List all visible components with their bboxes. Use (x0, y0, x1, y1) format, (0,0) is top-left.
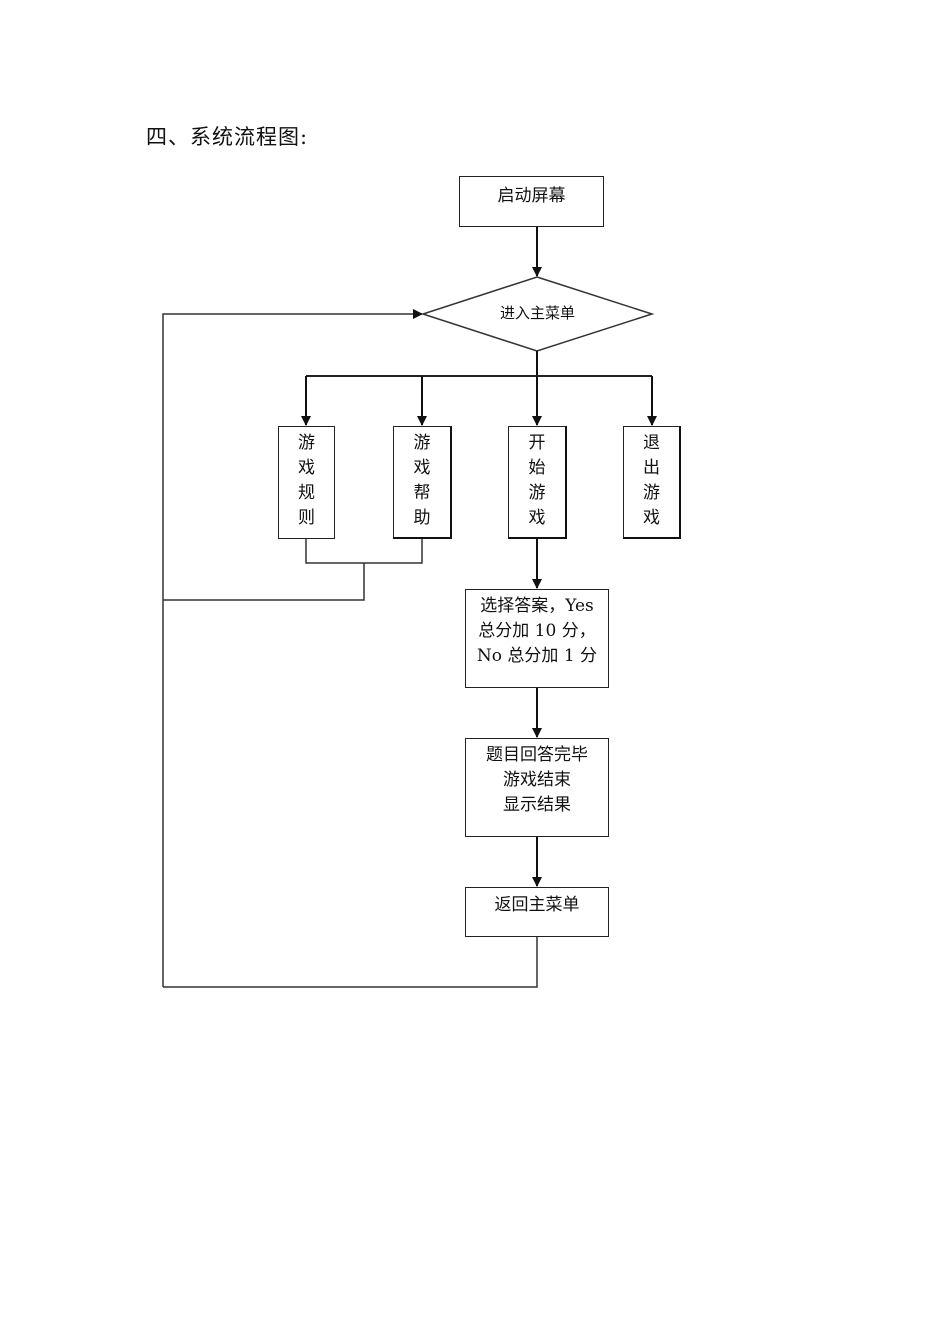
edge-return-to-loop (163, 937, 538, 988)
node-exit-game-char: 游 (643, 483, 660, 503)
node-game-help-char: 戏 (413, 458, 431, 478)
node-start-game-char: 开 (528, 433, 546, 453)
node-choose-answer-line: 总分加 10 分， (478, 621, 596, 641)
node-main-menu-label: 进入主菜单 (499, 304, 575, 322)
section-heading: 四、系统流程图: (146, 125, 309, 149)
node-game-rules-char: 游 (298, 433, 315, 453)
node-game-rules-char: 规 (298, 483, 315, 503)
node-return-menu-label: 返回主菜单 (494, 895, 580, 915)
node-start-game: 开 始 游 戏 (508, 426, 567, 539)
node-finish-line: 游戏结束 (503, 770, 571, 790)
node-game-rules-char: 戏 (298, 458, 315, 478)
node-exit-game-char: 戏 (643, 508, 660, 528)
edge-merge-to-loop (163, 563, 365, 601)
node-start-game-char: 戏 (528, 508, 546, 528)
node-finish: 题目回答完毕 游戏结束 显示结果 (465, 738, 609, 837)
node-game-help: 游 戏 帮 助 (393, 426, 452, 539)
edge-loop-to-menu (162, 309, 423, 987)
node-game-rules-char: 则 (298, 508, 315, 528)
node-return-menu: 返回主菜单 (465, 887, 609, 937)
node-exit-game-char: 退 (643, 433, 660, 453)
node-exit-game-char: 出 (643, 458, 660, 478)
node-game-help-char: 帮 (413, 483, 431, 503)
node-choose-answer-line: 选择答案，Yes (480, 596, 594, 616)
node-choose-answer-line: No 总分加 1 分 (476, 646, 598, 666)
node-game-rules: 游 戏 规 则 (278, 426, 335, 539)
node-start-game-char: 始 (528, 458, 546, 478)
edge-rules-help-merge (305, 538, 423, 564)
node-game-help-char: 游 (413, 433, 431, 453)
node-exit-game: 退 出 游 戏 (623, 426, 681, 539)
node-start-game-char: 游 (528, 483, 546, 503)
node-start-screen-label: 启动屏幕 (497, 186, 566, 206)
node-finish-line: 题目回答完毕 (486, 745, 588, 765)
node-finish-line: 显示结果 (503, 795, 571, 815)
node-start-screen: 启动屏幕 (459, 176, 604, 227)
node-choose-answer: 选择答案，Yes 总分加 10 分， No 总分加 1 分 (465, 589, 609, 688)
node-game-help-char: 助 (413, 508, 431, 528)
